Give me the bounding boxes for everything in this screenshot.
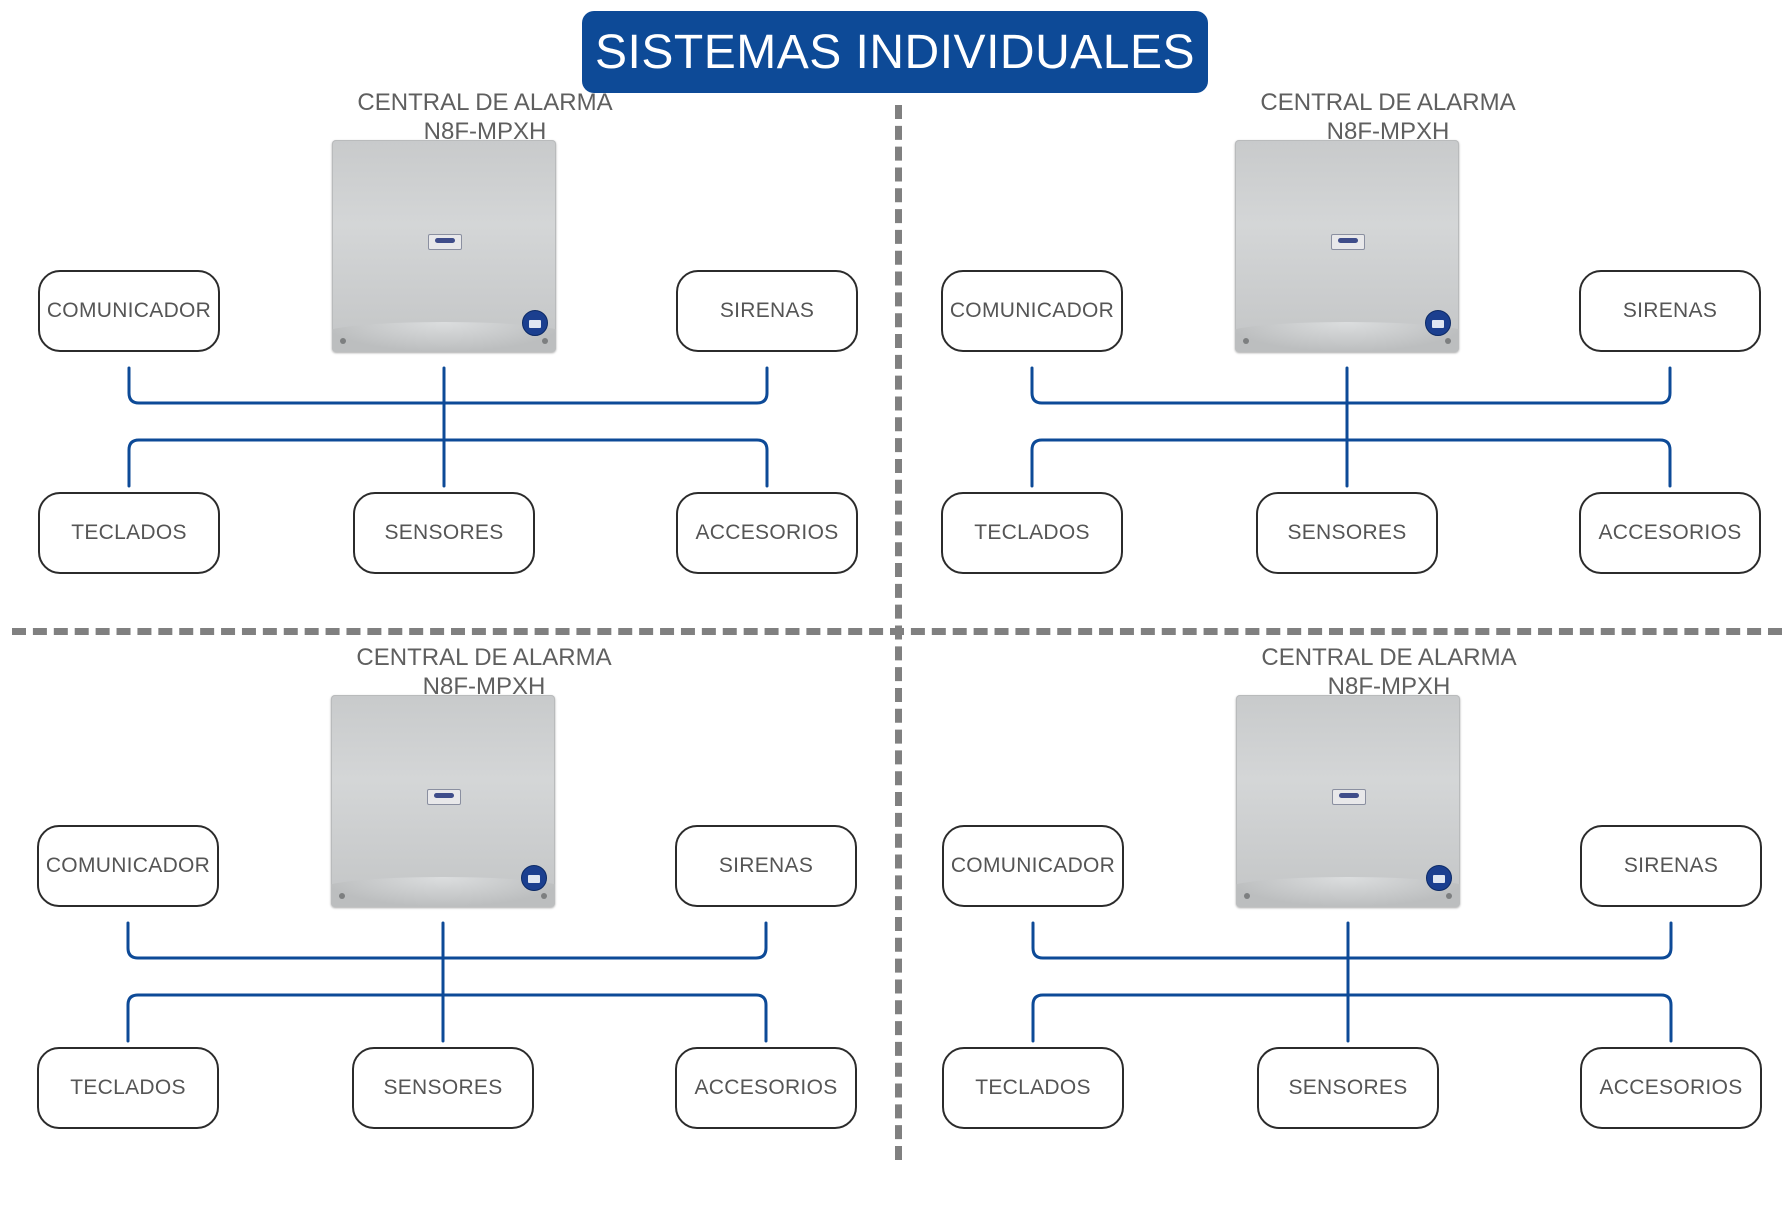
central-title: CENTRAL DE ALARMA N8F-MPXH [330,88,640,146]
alarm-panel-image [1236,695,1460,907]
node-teclados-label: TECLADOS [70,1076,186,1099]
wire-top-bus [1030,366,1672,405]
alarm-panel-image [332,140,556,352]
node-sensores: SENSORES [353,492,535,574]
node-teclados: TECLADOS [37,1047,219,1129]
screw-icon [1244,893,1250,899]
node-sirenas: SIRENAS [676,270,858,352]
alarm-panel-image [331,695,555,907]
central-label: CENTRAL DE ALARMA [1260,89,1516,116]
node-sensores-label: SENSORES [384,521,504,544]
node-accesorios: ACCESORIOS [676,492,858,574]
screw-icon [339,893,345,899]
node-comunicador: COMUNICADOR [38,270,220,352]
brand-logo-icon [427,789,461,805]
horizontal-divider [12,628,1782,635]
node-teclados-label: TECLADOS [71,521,187,544]
node-sirenas-label: SIRENAS [719,299,815,322]
node-sirenas: SIRENAS [1580,825,1762,907]
screw-icon [541,893,547,899]
alarm-system-1: CENTRAL DE ALARMA N8F-MPXH COMUNICADOR S… [38,88,900,628]
node-sirenas-label: SIRENAS [718,854,814,877]
node-accesorios-label: ACCESORIOS [695,521,839,544]
node-teclados-label: TECLADOS [975,1076,1091,1099]
node-comunicador: COMUNICADOR [941,270,1123,352]
brand-logo-icon [428,234,462,250]
brand-logo-icon [1332,789,1366,805]
wire-top-bus [127,366,769,405]
central-title: CENTRAL DE ALARMA N8F-MPXH [329,643,639,701]
screw-icon [1243,338,1249,344]
node-comunicador: COMUNICADOR [942,825,1124,907]
node-sirenas: SIRENAS [1579,270,1761,352]
page-title-text: SISTEMAS INDIVIDUALES [595,25,1195,79]
wire-bottom-bus [1031,993,1673,1043]
central-label: CENTRAL DE ALARMA [1261,644,1517,671]
wire-top-bus [126,921,768,960]
node-accesorios-label: ACCESORIOS [1599,1076,1743,1099]
panel-bottom [332,322,556,352]
brand-logo-icon [1331,234,1365,250]
screw-icon [542,338,548,344]
central-title: CENTRAL DE ALARMA N8F-MPXH [1234,643,1544,701]
node-sensores: SENSORES [1256,492,1438,574]
alarm-panel-image [1235,140,1459,352]
node-accesorios: ACCESORIOS [1579,492,1761,574]
node-teclados: TECLADOS [941,492,1123,574]
certification-badge-icon [1425,310,1451,336]
node-sirenas-label: SIRENAS [1622,299,1718,322]
node-comunicador-label: COMUNICADOR [949,299,1115,322]
alarm-system-3: CENTRAL DE ALARMA N8F-MPXH COMUNICADOR S… [37,643,899,1183]
node-sirenas: SIRENAS [675,825,857,907]
node-sensores-label: SENSORES [1287,521,1407,544]
panel-bottom [1235,322,1459,352]
central-title: CENTRAL DE ALARMA N8F-MPXH [1233,88,1543,146]
certification-badge-icon [1426,865,1452,891]
node-sensores: SENSORES [1257,1047,1439,1129]
central-label: CENTRAL DE ALARMA [356,644,612,671]
wire-top-bus [1031,921,1673,960]
node-accesorios: ACCESORIOS [675,1047,857,1129]
node-teclados: TECLADOS [942,1047,1124,1129]
alarm-system-2: CENTRAL DE ALARMA N8F-MPXH COMUNICADOR S… [941,88,1791,628]
wire-bottom-bus [1030,438,1672,488]
central-label: CENTRAL DE ALARMA [357,89,613,116]
page-title: SISTEMAS INDIVIDUALES [582,11,1208,93]
node-comunicador-label: COMUNICADOR [45,854,211,877]
node-sensores-label: SENSORES [383,1076,503,1099]
node-comunicador-label: COMUNICADOR [950,854,1116,877]
wire-bottom-bus [126,993,768,1043]
node-comunicador: COMUNICADOR [37,825,219,907]
alarm-system-4: CENTRAL DE ALARMA N8F-MPXH COMUNICADOR S… [942,643,1791,1183]
panel-bottom [331,877,555,907]
node-sensores: SENSORES [352,1047,534,1129]
node-teclados-label: TECLADOS [974,521,1090,544]
screw-icon [340,338,346,344]
certification-badge-icon [521,865,547,891]
node-accesorios-label: ACCESORIOS [1598,521,1742,544]
wire-bottom-bus [127,438,769,488]
node-comunicador-label: COMUNICADOR [46,299,212,322]
screw-icon [1446,893,1452,899]
screw-icon [1445,338,1451,344]
panel-bottom [1236,877,1460,907]
node-sirenas-label: SIRENAS [1623,854,1719,877]
node-accesorios: ACCESORIOS [1580,1047,1762,1129]
certification-badge-icon [522,310,548,336]
node-accesorios-label: ACCESORIOS [694,1076,838,1099]
node-teclados: TECLADOS [38,492,220,574]
node-sensores-label: SENSORES [1288,1076,1408,1099]
